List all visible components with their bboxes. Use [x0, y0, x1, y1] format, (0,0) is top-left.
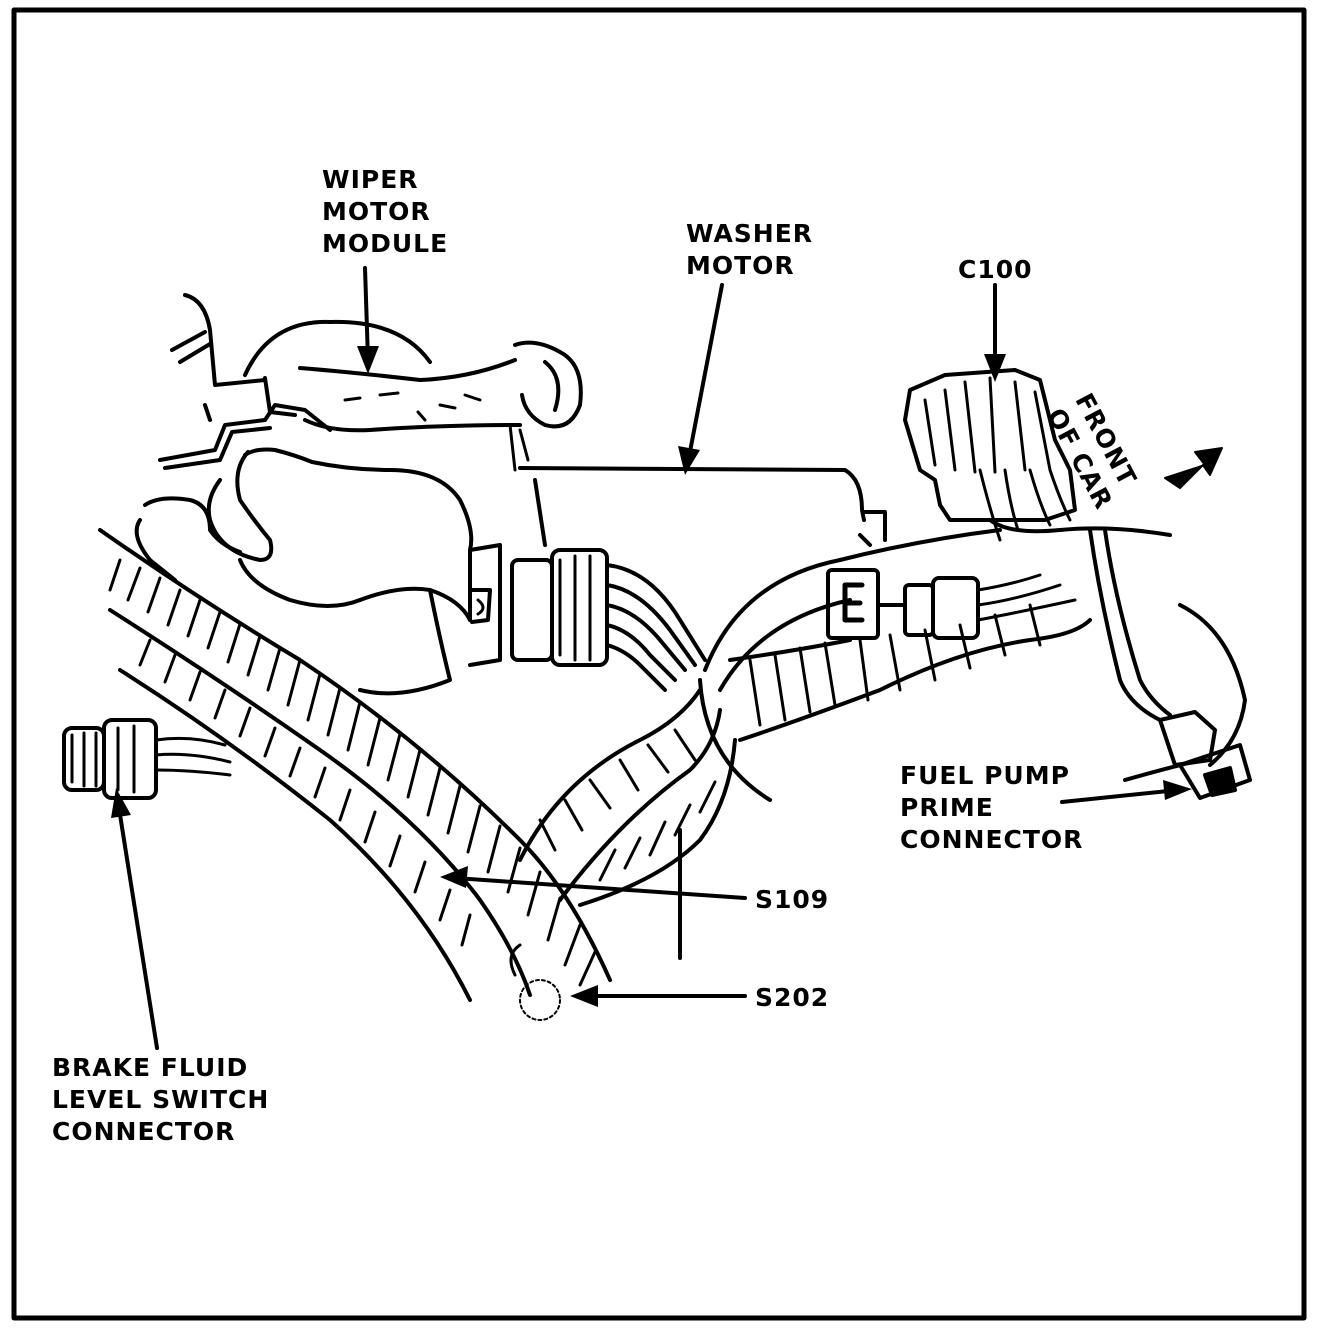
arrow-s109 — [453, 876, 747, 900]
washer-motor — [518, 466, 887, 547]
c100-connector — [903, 368, 1172, 542]
arrow-brake — [116, 800, 159, 1050]
label-line: MOTOR — [686, 251, 795, 280]
label-s109: S109 — [755, 884, 829, 916]
label-fuel-pump-prime-connector: FUEL PUMP PRIME CONNECTOR — [900, 760, 1083, 856]
main-harness — [98, 528, 737, 1021]
label-line: MODULE — [322, 229, 449, 258]
arrow-washer — [686, 283, 724, 464]
label-line: MOTOR — [322, 197, 431, 226]
brake-fluid-connector — [62, 718, 232, 800]
label-brake-fluid-level-switch-connector: BRAKE FLUID LEVEL SWITCH CONNECTOR — [52, 1052, 269, 1148]
diagram-frame — [11, 7, 1307, 1321]
label-line: BRAKE FLUID — [52, 1053, 249, 1082]
front-of-car-arrow — [1164, 447, 1223, 489]
washer-connector — [510, 548, 707, 692]
arrow-heads — [111, 346, 1192, 1007]
wiper-motor-module — [134, 293, 583, 696]
label-line: FUEL PUMP — [900, 761, 1070, 790]
label-c100: C100 — [958, 254, 1033, 286]
label-washer-motor: WASHER MOTOR — [686, 218, 813, 282]
fuel-pump-prime-connector — [1158, 710, 1252, 800]
label-line: PRIME — [900, 793, 994, 822]
label-line: C100 — [958, 255, 1033, 284]
label-line: S202 — [755, 983, 830, 1012]
right-harness — [698, 528, 1247, 802]
arrow-fuel — [1060, 788, 1180, 804]
arrow-wiper — [363, 266, 370, 362]
label-line: S109 — [755, 885, 830, 914]
label-line: CONNECTOR — [52, 1117, 236, 1146]
label-line: WASHER — [686, 219, 814, 248]
label-line: LEVEL SWITCH — [52, 1085, 270, 1114]
label-line: WIPER — [322, 165, 419, 194]
label-line: CONNECTOR — [900, 825, 1084, 854]
label-wiper-motor-module: WIPER MOTOR MODULE — [322, 164, 448, 260]
label-s202: S202 — [755, 982, 829, 1014]
